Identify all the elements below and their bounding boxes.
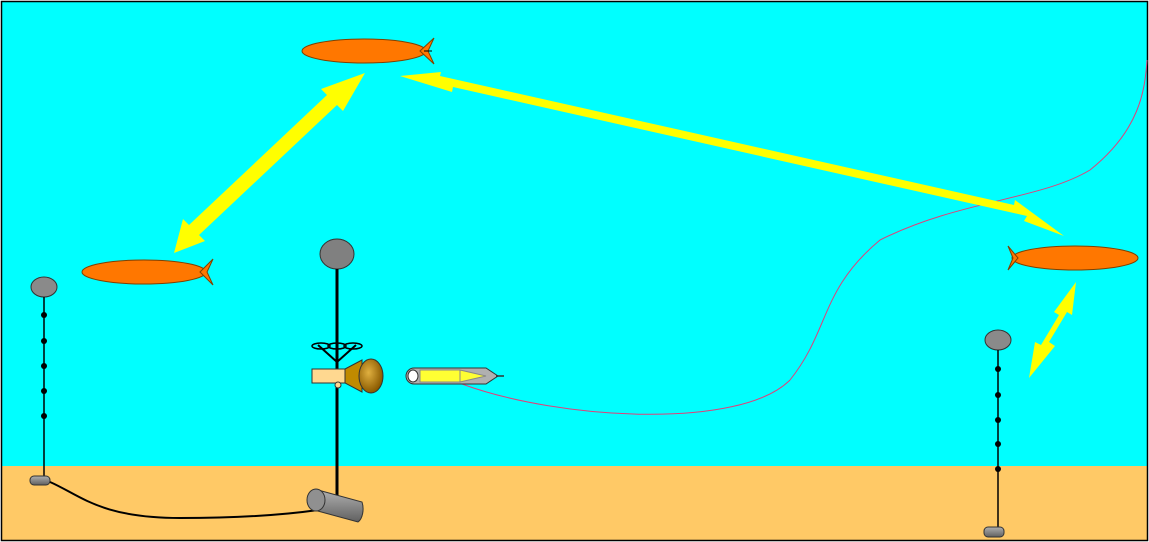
fish-shaped-auv-icon [301, 37, 435, 65]
seabed-cable [49, 481, 319, 520]
link-arrow-left [174, 73, 365, 253]
link-arrow-right [1029, 282, 1076, 378]
link-arrow-top [400, 72, 1064, 236]
torpedo-glider-icon [405, 367, 504, 385]
seabed [2, 466, 1147, 540]
fish-shaped-auv-icon [81, 258, 214, 286]
subsurface-mooring-icon [29, 276, 58, 486]
trajectory-line [461, 59, 1148, 415]
water-background [2, 2, 1147, 468]
fish-shaped-auv-icon [1007, 245, 1139, 271]
seabed-lander-icon [306, 238, 384, 523]
subsurface-mooring-icon [983, 329, 1012, 538]
